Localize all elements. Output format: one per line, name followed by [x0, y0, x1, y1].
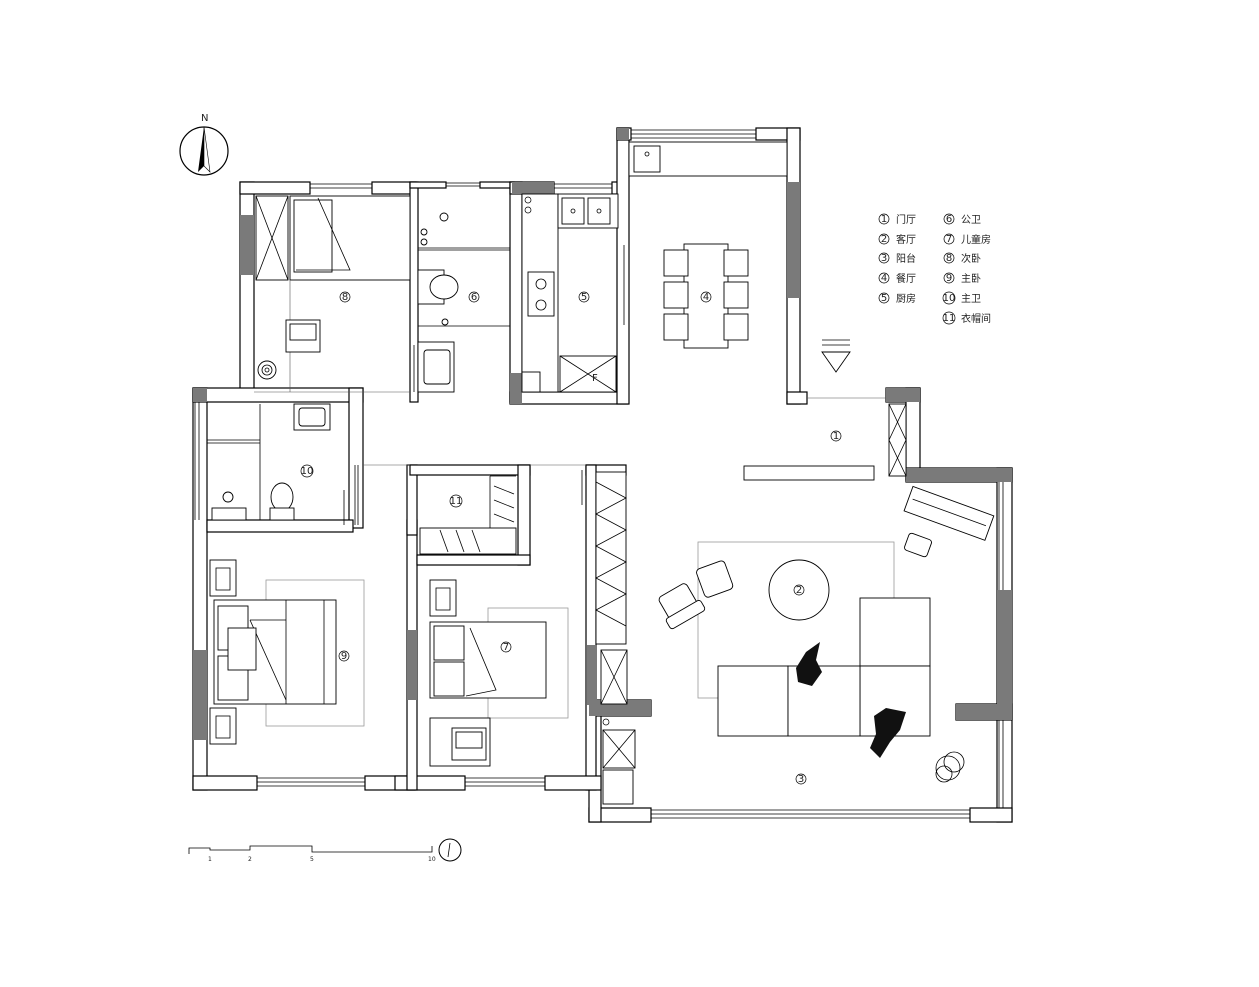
structural-columns: [193, 128, 1012, 740]
living-2-furniture: [658, 485, 995, 783]
label-child-room-7: 7: [503, 642, 509, 653]
legend-item-2: 2 客厅: [878, 233, 916, 246]
svg-text:公卫: 公卫: [961, 215, 981, 226]
label-master-bath-10: 10: [301, 466, 314, 477]
svg-text:1: 1: [881, 214, 887, 225]
north-label: N: [201, 113, 208, 124]
wardrobe-11-fixtures: [419, 475, 517, 555]
svg-text:8: 8: [946, 253, 952, 264]
legend-item-1: 1 门厅: [878, 213, 916, 226]
label-wardrobe-11: 11: [450, 496, 463, 507]
child-room-7-furniture: [429, 471, 627, 767]
svg-text:10: 10: [943, 293, 956, 304]
svg-text:11: 11: [943, 313, 956, 324]
kitchen-5-fixtures: F: [521, 193, 619, 393]
svg-text:厨房: 厨房: [896, 292, 916, 305]
legend-item-4: 4 餐厅: [878, 272, 916, 285]
bedroom-8-furniture: [255, 195, 411, 392]
label-bath-6: 6: [471, 292, 477, 303]
scale-bar: 1 2 5 10: [188, 838, 462, 863]
room-number-labels: 8 6 5 4 1 2 3 10 11 7 9: [301, 291, 842, 785]
north-compass-icon: N: [179, 113, 229, 176]
svg-text:主卫: 主卫: [961, 293, 981, 305]
svg-text:5: 5: [881, 293, 887, 304]
scale-tick-10: 10: [428, 856, 436, 863]
label-kitchen-5: 5: [581, 292, 587, 303]
svg-text:门厅: 门厅: [896, 213, 916, 226]
svg-text:次卧: 次卧: [961, 252, 981, 265]
scale-tick-5: 5: [310, 856, 314, 863]
label-bedroom-8: 8: [342, 292, 348, 303]
master-bath-10-fixtures: [207, 403, 345, 525]
bathroom-6-fixtures: [417, 212, 510, 393]
legend-item-3: 3 阳台: [878, 252, 916, 265]
svg-text:餐厅: 餐厅: [896, 272, 916, 285]
svg-text:3: 3: [881, 253, 887, 264]
svg-text:2: 2: [881, 234, 887, 245]
label-dining-4: 4: [703, 292, 709, 303]
label-entry-1: 1: [833, 431, 839, 442]
fridge-mark: F: [592, 373, 598, 384]
balcony-closet: [600, 649, 636, 805]
svg-text:阳台: 阳台: [896, 252, 916, 265]
legend-item-9: 9 主卧: [943, 272, 981, 285]
master-bedroom-9-furniture: [209, 559, 365, 745]
svg-text:9: 9: [946, 273, 952, 284]
legend-item-11: 11 衣帽间: [943, 311, 991, 325]
windows: [194, 129, 1004, 819]
entry-1-furniture: [743, 403, 907, 481]
legend-item-6: 6 公卫: [943, 213, 981, 226]
svg-text:儿童房: 儿童房: [961, 233, 991, 246]
svg-text:客厅: 客厅: [896, 233, 916, 246]
dining-4-furniture: [628, 141, 851, 373]
scale-tick-2: 2: [248, 856, 252, 863]
legend-item-8: 8 次卧: [943, 252, 981, 265]
legend-item-5: 5 厨房: [878, 292, 916, 305]
svg-text:主卧: 主卧: [961, 272, 981, 285]
scale-tick-1: 1: [208, 856, 212, 863]
scale-north-icon: [438, 838, 462, 862]
svg-text:6: 6: [946, 214, 952, 225]
room-legend: 1 门厅 2 客厅 3 阳台 4 餐厅 5 厨房 6 公卫: [878, 213, 991, 325]
svg-text:衣帽间: 衣帽间: [961, 312, 991, 325]
label-balcony-3: 3: [798, 774, 804, 785]
svg-text:4: 4: [881, 273, 887, 284]
svg-text:7: 7: [946, 234, 952, 245]
legend-item-10: 10 主卫: [943, 291, 981, 305]
label-master-bedroom-9: 9: [341, 651, 347, 662]
legend-item-7: 7 儿童房: [943, 233, 991, 246]
label-living-2: 2: [796, 585, 802, 596]
